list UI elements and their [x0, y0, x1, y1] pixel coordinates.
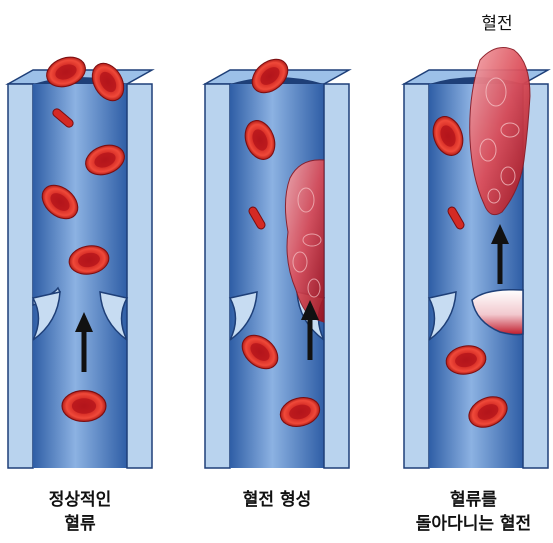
caption-line: 돌아다니는 혈전 — [394, 512, 553, 536]
vessel-normal — [8, 52, 152, 468]
vessel-wall-left — [404, 84, 429, 468]
caption-normal-flow: 정상적인 혈류 — [4, 488, 156, 536]
vessel-wall-right — [523, 84, 548, 468]
caption-line: 정상적인 — [4, 488, 156, 512]
caption-line: 혈전 형성 — [200, 488, 354, 512]
clot-label: 혈전 — [452, 9, 542, 34]
caption-line: 혈류를 — [394, 488, 553, 512]
vessel-wall-left — [205, 84, 230, 468]
caption-traveling-clot: 혈류를 돌아다니는 혈전 — [394, 488, 553, 536]
vessel-clot-forming — [205, 52, 349, 468]
red-blood-cell — [62, 391, 106, 422]
caption-line: 혈류 — [4, 512, 156, 536]
caption-clot-formation: 혈전 형성 — [200, 488, 354, 512]
vessel-wall-left — [8, 84, 33, 468]
vessel-wall-right — [127, 84, 152, 468]
vessel-wall-right — [324, 84, 349, 468]
vessel-clot-traveling — [404, 48, 548, 468]
